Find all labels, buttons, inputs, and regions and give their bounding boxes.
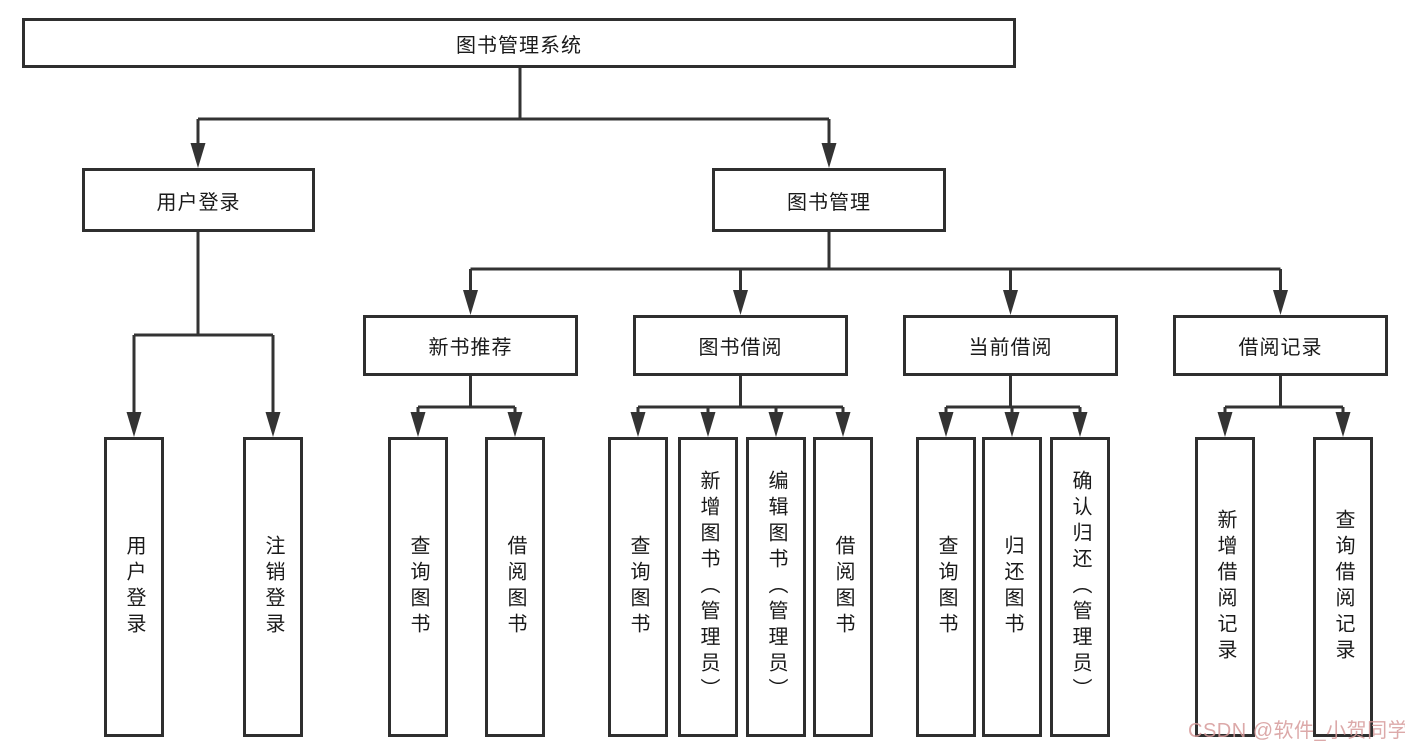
leaf-bb-query-books: 查询图书 [608, 437, 668, 737]
node-current-borrowing: 当前借阅 [903, 315, 1118, 376]
node-library-system: 图书管理系统 [22, 18, 1016, 68]
node-label: 图书管理系统 [456, 34, 582, 57]
leaf-br-add-record: 新增借阅记录 [1195, 437, 1255, 737]
leaf-bb-borrow-books: 借阅图书 [813, 437, 873, 737]
leaf-bb-edit-books-admin: 编辑图书（管理员） [746, 437, 806, 737]
leaf-label: 编辑图书（管理员） [765, 470, 787, 704]
leaf-label: 新增借阅记录 [1214, 509, 1236, 665]
leaf-label: 借阅图书 [504, 535, 526, 639]
node-label: 当前借阅 [968, 337, 1053, 359]
leaf-label: 查询图书 [935, 535, 957, 639]
leaf-label: 查询借阅记录 [1332, 509, 1354, 665]
leaf-label: 查询图书 [407, 535, 429, 639]
leaf-label: 用户登录 [123, 535, 145, 639]
node-book-borrowing: 图书借阅 [633, 315, 848, 376]
leaf-nbr-borrow-books: 借阅图书 [485, 437, 545, 737]
node-label: 借阅记录 [1238, 337, 1323, 359]
leaf-bb-add-books-admin: 新增图书（管理员） [678, 437, 738, 737]
leaf-label: 归还图书 [1001, 535, 1023, 639]
node-label: 图书借阅 [698, 337, 783, 359]
leaf-cb-confirm-return-admin: 确认归还（管理员） [1050, 437, 1110, 737]
node-label: 用户登录 [156, 191, 241, 214]
node-label: 新书推荐 [428, 337, 513, 359]
leaf-nbr-query-books: 查询图书 [388, 437, 448, 737]
leaf-label: 查询图书 [627, 535, 649, 639]
leaf-br-query-record: 查询借阅记录 [1313, 437, 1373, 737]
leaf-label: 新增图书（管理员） [697, 470, 719, 704]
leaf-cb-query-books: 查询图书 [916, 437, 976, 737]
node-label: 图书管理 [787, 191, 871, 214]
node-user-login: 用户登录 [82, 168, 315, 232]
node-book-management: 图书管理 [712, 168, 946, 232]
leaf-label: 确认归还（管理员） [1069, 470, 1091, 704]
arrowheads [126, 143, 1351, 437]
node-new-book-recommend: 新书推荐 [363, 315, 578, 376]
leaf-cb-return-books: 归还图书 [982, 437, 1042, 737]
leaf-logout: 注销登录 [243, 437, 303, 737]
node-borrowing-records: 借阅记录 [1173, 315, 1388, 376]
csdn-watermark: CSDN @软件_小贺同学 [1188, 720, 1405, 742]
leaf-label: 注销登录 [262, 535, 284, 639]
leaf-label: 借阅图书 [832, 535, 854, 639]
leaf-user-login: 用户登录 [104, 437, 164, 737]
